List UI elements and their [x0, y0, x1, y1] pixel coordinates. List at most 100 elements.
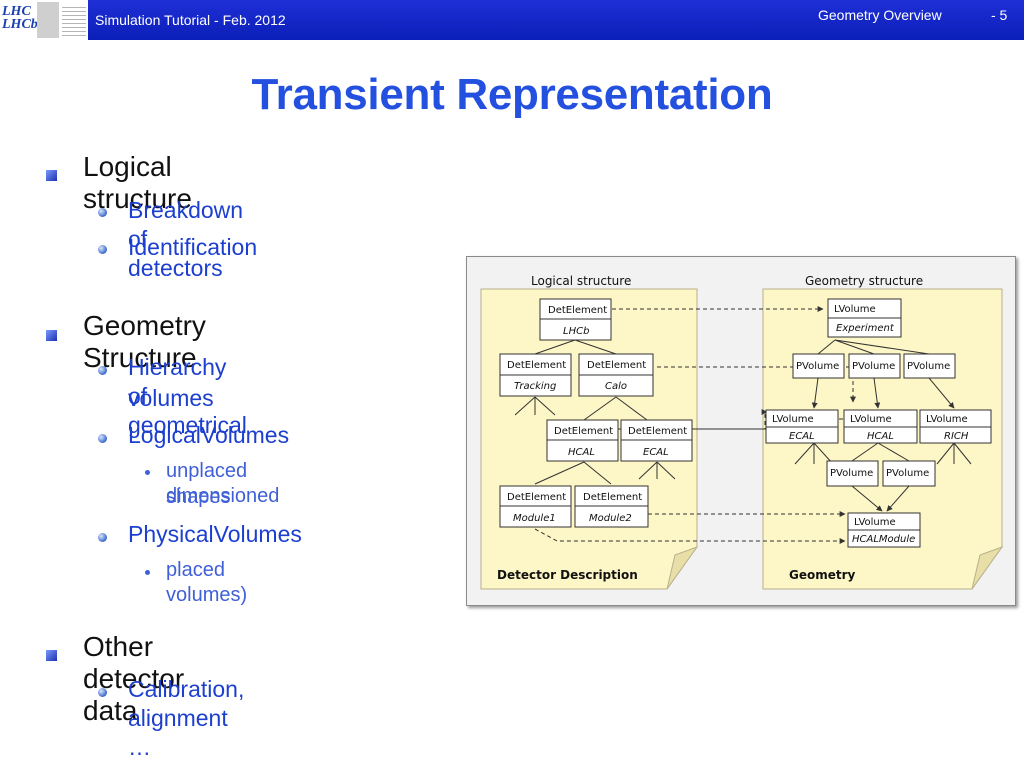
box-name-label: ECAL — [643, 447, 669, 458]
slide-title: Transient Representation — [251, 70, 773, 119]
bullet-circle-icon — [98, 366, 107, 375]
box-type-label: PVolume — [907, 361, 950, 372]
bullet-level2: PhysicalVolumes — [128, 521, 302, 547]
box-type-label: DetElement — [548, 305, 607, 316]
arrow-line — [928, 377, 955, 409]
bullet-level2: Identification — [128, 234, 258, 260]
logo-text: LHC LHCb — [2, 4, 38, 32]
box-name-label: RICH — [944, 431, 969, 442]
box-detelement-tracking: DetElement Tracking — [499, 353, 572, 397]
left-title: Logical structure — [531, 274, 631, 288]
bullet-square-icon — [46, 170, 57, 181]
box-name-label: LHCb — [563, 326, 589, 337]
tree-line — [534, 461, 585, 485]
box-type-label: DetElement — [583, 492, 642, 503]
box-name-label: Calo — [605, 381, 627, 392]
lhcb-logo: LHC LHCb — [0, 0, 88, 40]
tree-stub-lines — [638, 461, 676, 480]
box-type-label: LVolume — [834, 304, 876, 315]
bullet-circle-icon — [98, 208, 107, 217]
tree-line — [851, 442, 910, 462]
bullet-circle-icon — [98, 533, 107, 542]
tree-line — [534, 339, 576, 355]
box-lvolume-rich: LVolume RICH — [919, 409, 992, 444]
box-type-label: DetElement — [554, 426, 613, 437]
portrait-image — [37, 2, 59, 38]
box-type-label: PVolume — [830, 468, 873, 479]
bullet-square-icon — [46, 650, 57, 661]
left-footer: Detector Description — [497, 568, 638, 582]
box-name-label: ECAL — [789, 431, 815, 442]
bullet-level2: Hierarchy of geometrical — [128, 354, 247, 438]
page-number: - 5 — [991, 7, 1008, 23]
box-type-label: PVolume — [852, 361, 895, 372]
box-name-label: Tracking — [514, 381, 556, 392]
box-lvolume-hcalmodule: LVolume HCALModule — [847, 512, 921, 548]
box-pvolume: PVolume — [903, 353, 956, 379]
box-type-label: DetElement — [587, 360, 646, 371]
box-type-label: LVolume — [854, 517, 896, 528]
tree-line — [583, 461, 612, 485]
bullet-level2-continued: volumes — [128, 385, 214, 411]
diagram-svg: Logical structure Geometry structure Det… — [480, 274, 1004, 590]
header-bar: LHC LHCb Simulation Tutorial - Feb. 2012… — [0, 0, 1024, 40]
bullet-level1: Geometry Structure — [83, 310, 206, 373]
logo-text-image — [62, 4, 86, 36]
logo-line-2: LHCb — [2, 17, 38, 32]
bullet-level3: unplaced dimensioned — [166, 460, 280, 507]
box-type-label: LVolume — [926, 414, 968, 425]
bullet-level3-continued: shapes — [166, 486, 231, 508]
box-detelement-calo: DetElement Calo — [578, 353, 654, 397]
section-title: Geometry Overview — [818, 7, 942, 23]
right-footer: Geometry — [789, 568, 856, 582]
box-detelement-lhcb: DetElement LHCb — [539, 298, 612, 341]
box-pvolume: PVolume — [848, 353, 901, 379]
arrow-line — [886, 485, 910, 512]
box-detelement-hcal: DetElement HCAL — [546, 419, 619, 462]
box-detelement-module1: DetElement Module1 — [499, 485, 572, 528]
bullet-small-dot-icon — [145, 470, 150, 475]
bullet-circle-icon — [98, 434, 107, 443]
right-paper-fold — [971, 545, 1004, 590]
box-type-label: PVolume — [886, 468, 929, 479]
box-type-label: PVolume — [796, 361, 839, 372]
bullet-circle-icon — [98, 688, 107, 697]
bullet-level3: placed volumes) — [166, 559, 248, 606]
box-pvolume: PVolume — [826, 460, 879, 487]
box-name-label: HCALModule — [852, 534, 915, 545]
bullet-level2: Breakdown of detectors — [128, 197, 244, 281]
logo-line-1: LHC — [2, 4, 31, 19]
box-type-label: DetElement — [628, 426, 687, 437]
box-detelement-module2: DetElement Module2 — [574, 485, 649, 528]
box-type-label: LVolume — [772, 414, 814, 425]
box-type-label: DetElement — [507, 492, 566, 503]
tree-stub-lines — [936, 442, 972, 465]
bullet-level1: Logical structure — [83, 151, 192, 214]
box-pvolume: PVolume — [882, 460, 936, 487]
box-lvolume-hcal: LVolume HCAL — [843, 409, 918, 444]
presentation-title: Simulation Tutorial - Feb. 2012 — [95, 12, 286, 28]
box-pvolume: PVolume — [792, 353, 845, 379]
tree-line — [574, 339, 617, 355]
bullet-circle-icon — [98, 245, 107, 254]
arrow-line — [811, 377, 819, 409]
bullet-square-icon — [46, 330, 57, 341]
tree-line — [583, 396, 617, 421]
reference-dashed-arrow — [692, 409, 768, 430]
left-paper-fold — [666, 545, 699, 590]
box-lvolume-experiment: LVolume Experiment — [827, 298, 902, 338]
structure-diagram: Logical structure Geometry structure Det… — [466, 256, 1016, 606]
bullet-small-dot-icon — [145, 570, 150, 575]
box-name-label: Experiment — [836, 323, 895, 334]
tree-line — [817, 339, 930, 355]
box-name-label: HCAL — [568, 447, 595, 458]
bullet-level2: Calibration, alignment … — [128, 676, 245, 760]
box-detelement-ecal: DetElement ECAL — [620, 419, 693, 462]
box-name-label: Module1 — [513, 513, 556, 524]
tree-stub-lines — [514, 396, 556, 416]
reference-dashed-arrow — [534, 528, 846, 544]
tree-line — [615, 396, 648, 421]
box-name-label: Module2 — [589, 513, 632, 524]
arrow-line — [851, 485, 883, 512]
box-type-label: DetElement — [507, 360, 566, 371]
